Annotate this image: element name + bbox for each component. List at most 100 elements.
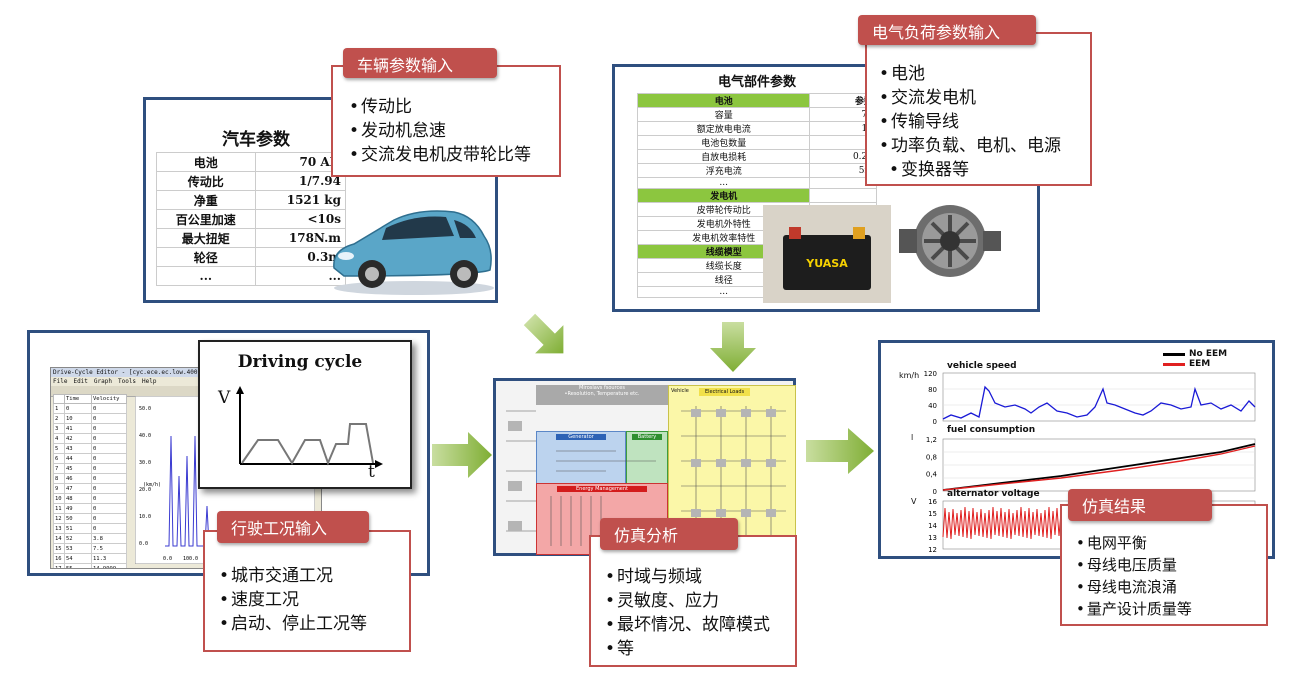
menu-item-edit[interactable]: Edit [73,378,88,385]
table-cell-key: ... [156,266,256,286]
cell-time[interactable]: 0 [64,403,92,414]
table-cell-key: 最大扭矩 [156,228,256,248]
editor-x-tick: 100.0 [183,556,198,562]
table-cell-key: 自放电损耗 [636,149,811,164]
cell-velocity[interactable]: 0 [91,503,127,514]
cell-velocity[interactable]: 0 [91,443,127,454]
editor-y-tick: 30.0 [139,460,151,466]
cell-velocity[interactable]: 11.3 [91,553,127,564]
results-y-tick: 14 [928,522,937,530]
table-row: 电池参数 [636,93,877,108]
cell-velocity[interactable]: 0 [91,473,127,484]
cell-velocity[interactable]: 0 [91,413,127,424]
menu-item-file[interactable]: File [53,378,68,385]
list-item: 灵敏度、应力 [605,589,770,613]
editor-speed-trace [165,435,210,547]
list-item: 传动比 [349,95,531,119]
table-cell-key: 额定放电电流 [636,121,811,136]
list-item: 母线电压质量 [1076,554,1192,576]
cell-time[interactable]: 46 [64,473,92,484]
menu-item-graph[interactable]: Graph [93,378,112,385]
loads-label: Electrical Loads [699,388,751,396]
cell-velocity[interactable]: 0 [91,403,127,414]
cell-velocity[interactable]: 14.9999 [91,563,127,568]
row-index: 2 [53,413,65,424]
cell-time[interactable]: 51 [64,523,92,534]
cell-time[interactable]: 43 [64,443,92,454]
list-item: 交流发电机皮带轮比等 [349,143,531,167]
editor-x-tick: 0.0 [163,556,172,562]
list-item: 速度工况 [219,588,367,612]
driving-cycle-card: Driving cycle V t [198,340,412,489]
list-item: 时域与频域 [605,565,770,589]
driving-cycle-title: Driving cycle [237,352,363,372]
cell-velocity[interactable]: 0 [91,483,127,494]
results-callout: 电网平衡 母线电压质量 母线电流浪涌 量产设计质量等 [1060,504,1268,626]
cell-velocity[interactable]: 0 [91,463,127,474]
cell-time[interactable]: 44 [64,453,92,464]
list-item-continued: 等 [605,637,770,661]
table-cell-key: 容量 [636,107,811,122]
table-cell-key: 电池包数量 [636,135,811,150]
simulation-callout: 时域与频域 灵敏度、应力 最坏情况、故障模式 等 [589,535,797,667]
cell-time[interactable]: 10 [64,413,92,424]
cell-time[interactable]: 55 [64,563,92,568]
cell-velocity[interactable]: 0 [91,423,127,434]
vehicle-label: Vehicle [671,388,689,394]
cell-velocity[interactable]: 0 [91,453,127,464]
cell-time[interactable]: 48 [64,493,92,504]
row-index: 1 [53,403,65,414]
vehicle-callout: 传动比 发动机怠速 交流发电机皮带轮比等 [331,65,561,177]
cell-velocity[interactable]: 7.5 [91,543,127,554]
cell-time[interactable]: 45 [64,463,92,474]
results-tag: 仿真结果 [1068,489,1212,521]
menu-item-help[interactable]: Help [142,378,157,385]
cell-time[interactable]: 50 [64,513,92,524]
editor-y-tick: 40.0 [139,433,151,439]
cell-time[interactable]: 52 [64,533,92,544]
table-cell-key: 轮径 [156,247,256,267]
energy-management-label: Energy Management [557,486,647,492]
cell-time[interactable]: 41 [64,423,92,434]
row-index: 13 [53,523,65,534]
table-cell-key: 发电机 [636,188,811,203]
cell-velocity[interactable]: 0 [91,493,127,504]
plot-fuel-consumption [942,438,1256,492]
menu-item-tools[interactable]: Tools [117,378,137,385]
table-cell-key: 传动比 [156,171,256,191]
col-velocity: Velocity [91,394,127,404]
cell-time[interactable]: 47 [64,483,92,494]
table-row: 容量70 [636,107,877,122]
cell-time[interactable]: 49 [64,503,92,514]
cell-velocity[interactable]: 0 [91,523,127,534]
list-item: 发动机怠速 [349,119,531,143]
col-time: Time [64,394,92,404]
generator-label: Generator [556,434,606,440]
cell-velocity[interactable]: 3.8 [91,533,127,544]
row-index: 8 [53,473,65,484]
vehicle-callout-list: 传动比 发动机怠速 交流发电机皮带轮比等 [349,95,531,167]
driving-cycle-plot [236,386,383,468]
cell-velocity[interactable]: 0 [91,513,127,524]
battery-label: Battery [632,434,662,440]
plot-title-fuel: fuel consumption [947,425,1036,435]
cell-time[interactable]: 42 [64,433,92,444]
table-cell-key: 浮充电流 [636,163,811,178]
results-y-tick: 15 [928,510,937,518]
table-cell-key: ... [636,177,811,189]
cell-time[interactable]: 54 [64,553,92,564]
cell-velocity[interactable]: 0 [91,433,127,444]
list-item: 交流发电机 [879,86,1061,110]
driving-callout-list: 城市交通工况 速度工况 启动、停止工况等 [219,564,367,636]
cell-time[interactable]: 53 [64,543,92,554]
row-index: 16 [53,553,65,564]
editor-title: Drive-Cycle Editor - [cyc.ece.ec.low.400… [51,368,321,377]
